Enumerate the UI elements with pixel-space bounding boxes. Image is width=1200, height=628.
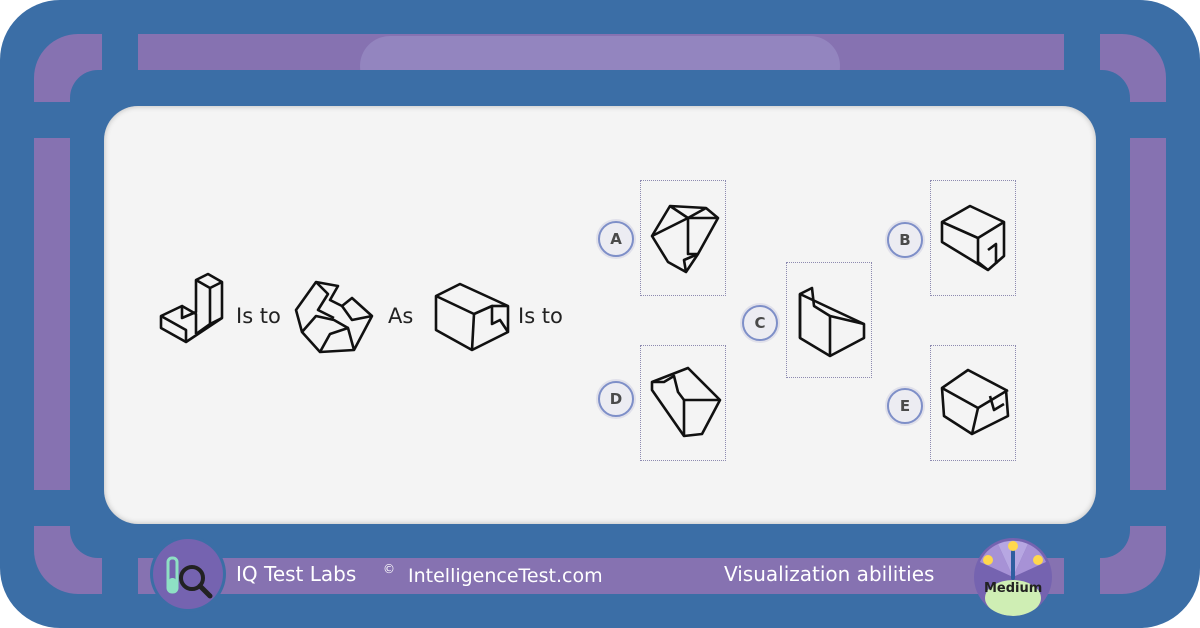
ring-gap [1126, 490, 1166, 526]
option-b-card[interactable] [930, 180, 1016, 296]
option-e-badge[interactable]: E [887, 388, 923, 424]
analogy-word-is-to: Is to [236, 304, 281, 328]
option-b-badge[interactable]: B [887, 222, 923, 258]
option-d-card[interactable] [640, 345, 726, 461]
notched-cube-shape [434, 282, 510, 352]
ring-gap [102, 556, 138, 596]
option-c-card[interactable] [786, 262, 872, 378]
gauge-meter-icon [980, 540, 1046, 616]
analogy-word-as: As [388, 304, 414, 328]
option-e-shape [940, 368, 1010, 436]
magnifier-icon [153, 539, 223, 609]
option-c-shape [798, 286, 866, 358]
option-c-badge[interactable]: C [742, 305, 778, 341]
iq-logo [150, 536, 226, 612]
ring-gap [34, 490, 74, 526]
analogy-word-is-to-2: Is to [518, 304, 563, 328]
rotated-step-block-shape [294, 280, 374, 354]
brand-name: IQ Test Labs [236, 562, 357, 586]
step-block-shape [159, 272, 224, 344]
ring-gap [102, 34, 138, 74]
option-a-badge[interactable]: A [598, 221, 634, 257]
ring-gap [1126, 102, 1166, 138]
option-e-card[interactable] [930, 345, 1016, 461]
difficulty-gauge [974, 538, 1052, 616]
option-a-shape [650, 204, 720, 274]
difficulty-label: Medium [984, 581, 1043, 596]
ring-gap [34, 102, 74, 138]
option-d-shape [650, 366, 722, 438]
ring-gap [1064, 556, 1100, 596]
website-link[interactable]: IntelligenceTest.com [408, 565, 603, 587]
option-a-card[interactable] [640, 180, 726, 296]
ring-gap [1064, 34, 1100, 74]
category-label: Visualization abilities [724, 562, 935, 586]
copyright-symbol: © [383, 562, 395, 576]
option-d-badge[interactable]: D [598, 381, 634, 417]
option-b-shape [940, 204, 1006, 272]
